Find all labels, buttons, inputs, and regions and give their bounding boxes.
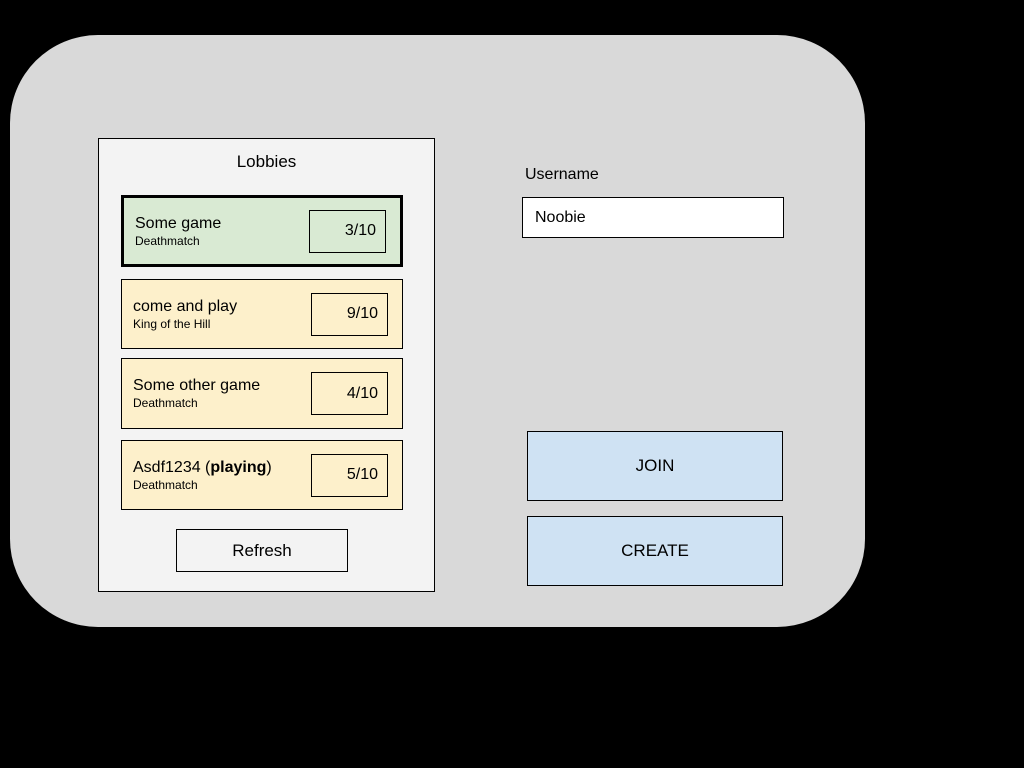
lobby-player-count: 3/10 <box>309 209 386 253</box>
lobby-mode: Deathmatch <box>133 396 198 410</box>
lobbies-panel-title: Lobbies <box>236 152 297 171</box>
lobby-title-text: Some game <box>135 214 222 232</box>
lobby-info: Some other game Deathmatch <box>133 376 260 411</box>
lobby-title-text: Asdf1234 ( <box>133 458 211 476</box>
lobby-player-count: 4/10 <box>311 372 388 415</box>
lobby-info: come and play King of the Hill <box>133 297 237 332</box>
lobby-mode: King of the Hill <box>133 316 211 331</box>
create-button[interactable]: CREATE <box>527 516 783 586</box>
lobby-title: Some game <box>135 214 221 234</box>
lobby-info: Some game Deathmatch <box>135 214 221 249</box>
lobby-mode: Deathmatch <box>135 233 200 248</box>
username-input[interactable] <box>522 197 784 238</box>
lobby-title-bold-text: playing <box>210 458 267 476</box>
lobby-title: come and play <box>133 297 237 317</box>
lobby-title-suffix-text: ) <box>266 458 272 476</box>
lobby-item-some-game[interactable]: Some game Deathmatch 3/10 <box>121 195 403 267</box>
lobby-title: Asdf1234 (playing) <box>133 458 272 478</box>
join-button[interactable]: JOIN <box>527 431 783 501</box>
lobby-player-count: 9/10 <box>311 292 388 336</box>
lobby-item-asdf1234[interactable]: Asdf1234 (playing) Deathmatch 5/10 <box>121 440 403 510</box>
main-card: Lobbies Some game Deathmatch 3/10 come a… <box>10 35 865 627</box>
lobbies-panel: Lobbies Some game Deathmatch 3/10 come a… <box>98 138 435 592</box>
lobby-item-some-other-game[interactable]: Some other game Deathmatch 4/10 <box>121 358 403 429</box>
lobby-title-text: come and play <box>133 297 238 315</box>
lobby-mode: Deathmatch <box>133 477 198 492</box>
username-label: Username <box>525 166 599 183</box>
lobby-title-text: Some other game <box>133 377 261 394</box>
refresh-button[interactable]: Refresh <box>176 529 348 572</box>
lobby-item-come-and-play[interactable]: come and play King of the Hill 9/10 <box>121 279 403 349</box>
lobby-title: Some other game <box>133 376 260 396</box>
lobby-info: Asdf1234 (playing) Deathmatch <box>133 458 272 493</box>
lobby-player-count: 5/10 <box>311 453 388 497</box>
